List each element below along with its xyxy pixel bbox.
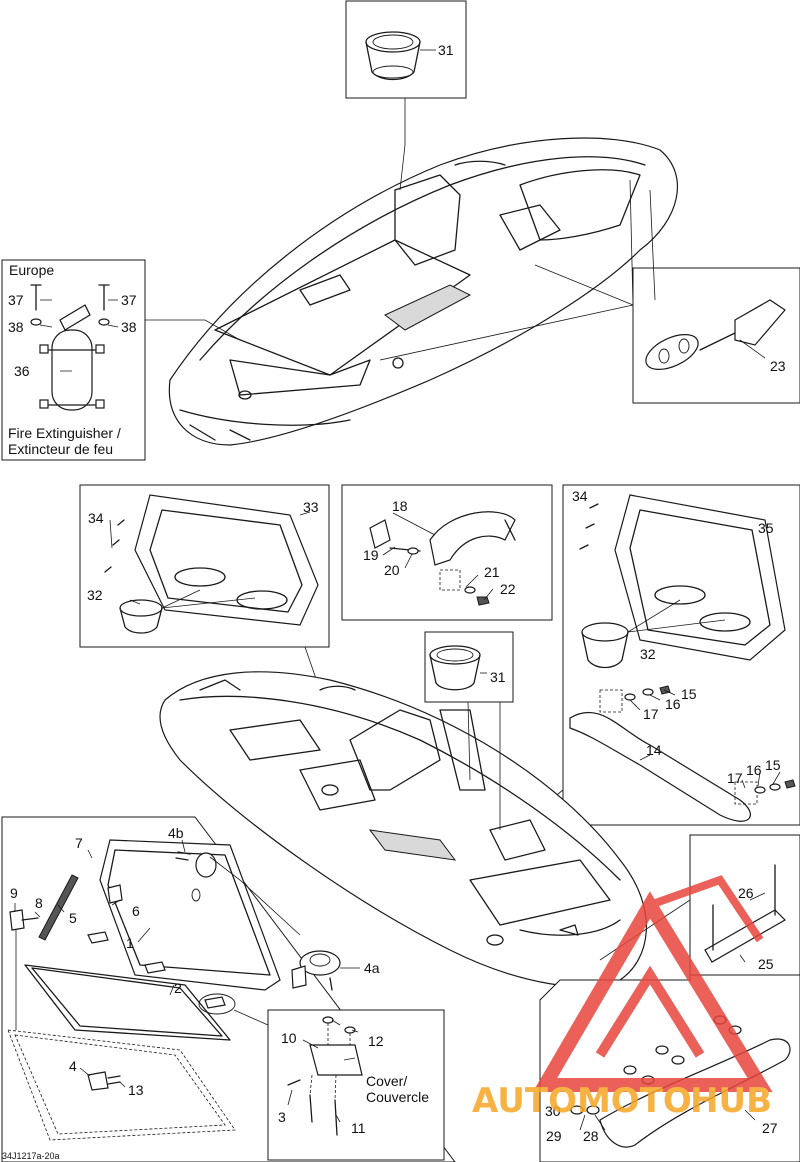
callout-21: 21 <box>484 564 500 580</box>
callout-4b: 4b <box>168 825 184 841</box>
cover-label-en: Cover/ <box>366 1073 407 1089</box>
callout-9: 9 <box>10 885 18 901</box>
callout-30: 30 <box>545 1103 561 1119</box>
cover-label-fr: Couvercle <box>366 1089 429 1105</box>
callout-10: 10 <box>281 1030 297 1046</box>
callout-16-bottom: 16 <box>746 762 762 778</box>
fire-extinguisher-label-fr: Extincteur de feu <box>8 441 113 457</box>
callout-34-left: 34 <box>88 510 104 526</box>
callout-28: 28 <box>583 1128 599 1144</box>
callout-31-top: 31 <box>438 42 454 58</box>
callout-36: 36 <box>14 363 30 379</box>
fire-extinguisher-box <box>1 259 241 461</box>
callout-3: 3 <box>278 1109 286 1125</box>
callout-33: 33 <box>303 499 319 515</box>
callout-38-left: 38 <box>8 319 24 335</box>
watermark-brand-right: HUB <box>690 1081 772 1121</box>
lower-hull-drawing <box>159 671 647 988</box>
callout-25: 25 <box>758 956 774 972</box>
callout-19: 19 <box>363 547 379 563</box>
callout-6: 6 <box>132 903 140 919</box>
callout-37-right: 37 <box>121 292 137 308</box>
cup-holder-box-middle <box>424 631 514 830</box>
callout-18: 18 <box>392 498 408 514</box>
callout-20: 20 <box>384 562 400 578</box>
callout-38-right: 38 <box>121 319 137 335</box>
callout-31-middle: 31 <box>490 669 506 685</box>
upper-hull-drawing <box>168 137 678 446</box>
callout-labels: 31 37 37 38 38 36 23 34 33 32 18 19 20 2… <box>8 42 786 1144</box>
callout-32-left: 32 <box>87 587 103 603</box>
storage-tray-box-right <box>499 484 800 841</box>
storage-tray-box-left <box>79 484 330 691</box>
callout-12: 12 <box>368 1033 384 1049</box>
callout-32-right: 32 <box>640 646 656 662</box>
europe-label: Europe <box>9 262 54 278</box>
callout-29: 29 <box>546 1128 562 1144</box>
callout-15-top: 15 <box>681 686 697 702</box>
callout-17-top: 17 <box>643 706 659 722</box>
automotohub-watermark-logo: AUTOMOTO HUB <box>472 875 773 1121</box>
callout-4: 4 <box>69 1058 77 1074</box>
callout-27: 27 <box>762 1120 778 1136</box>
callout-22: 22 <box>500 581 516 597</box>
cup-holder-box-top <box>345 0 467 191</box>
callout-23: 23 <box>770 358 786 374</box>
callout-11: 11 <box>351 1120 366 1136</box>
callout-13: 13 <box>128 1082 144 1098</box>
callout-17-bottom: 17 <box>727 770 743 786</box>
callout-7: 7 <box>75 835 83 851</box>
watermark-brand-left: AUTOMOTO <box>472 1081 692 1121</box>
figure-id: 34J1217a-20a <box>2 1151 60 1161</box>
callout-1: 1 <box>126 935 134 951</box>
callout-5: 5 <box>69 910 77 926</box>
callout-2: 2 <box>174 980 182 996</box>
handle-box <box>341 484 553 621</box>
fire-extinguisher-label-en: Fire Extinguisher / <box>8 425 121 441</box>
light-assembly-box <box>379 179 800 404</box>
callout-37-left: 37 <box>8 292 24 308</box>
cover-hinge-box <box>267 1009 445 1161</box>
box-titles: Europe Fire Extinguisher / Extincteur de… <box>8 262 429 1105</box>
callout-34-right: 34 <box>572 488 588 504</box>
callout-15-bottom: 15 <box>765 757 781 773</box>
callout-16-top: 16 <box>665 696 681 712</box>
callout-14: 14 <box>646 742 662 758</box>
callout-26: 26 <box>738 885 754 901</box>
callout-8: 8 <box>35 895 43 911</box>
callout-35: 35 <box>758 520 774 536</box>
callout-4a: 4a <box>364 960 380 976</box>
